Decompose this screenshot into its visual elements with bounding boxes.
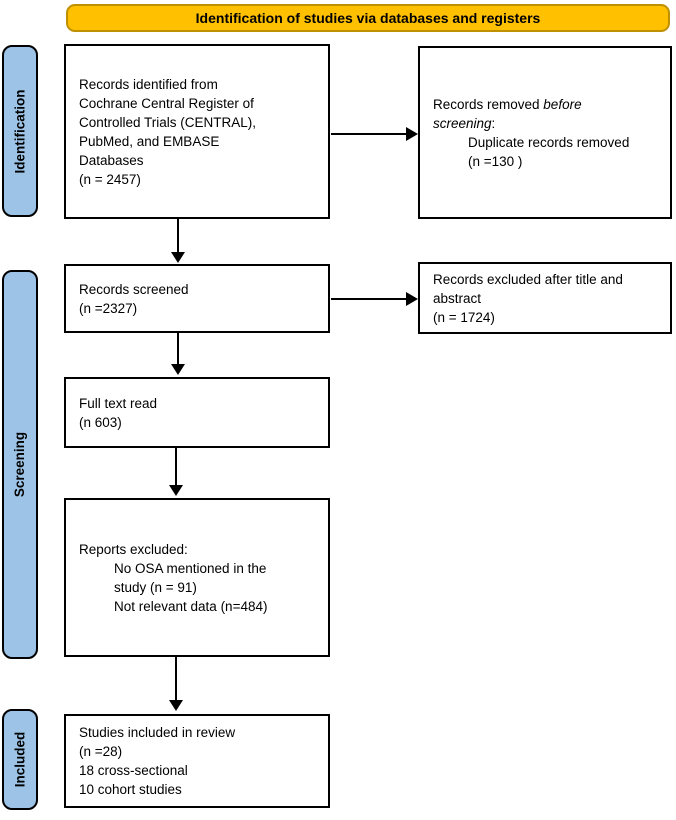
- box-text-line: Duplicate records removed: [468, 134, 630, 150]
- box-text-line: Full text read: [79, 395, 158, 411]
- box-text-line: abstract: [433, 290, 482, 306]
- box-text-segment: :: [491, 115, 496, 131]
- box-text-line: (n =130 ): [468, 153, 523, 169]
- box-studies-included: Studies included in review (n =28) 18 cr…: [64, 714, 330, 808]
- box-text-line: (n 603): [79, 414, 122, 430]
- box-text-line: 10 cohort studies: [79, 782, 182, 797]
- box-text-line: Not relevant data (n=484): [114, 598, 268, 614]
- box-text-line: (n =28): [79, 744, 123, 759]
- phase-label-screening: Screening: [12, 431, 28, 498]
- phase-tab-included: Included: [2, 709, 38, 810]
- arrow-reports-excluded-to-included: [169, 657, 183, 711]
- box-full-text-read: Full text read (n 603): [64, 377, 330, 448]
- box-text-line: screening:: [433, 114, 666, 133]
- box-text-line: Studies included in review: [79, 725, 236, 740]
- arrow-screened-to-fulltext: [171, 333, 185, 375]
- box-text-segment-italic: before: [543, 96, 582, 112]
- box-text-line: Controlled Trials (CENTRAL),: [79, 114, 257, 130]
- box-text-line: study (n = 91): [114, 579, 197, 595]
- box-text-line: Records removed before: [433, 95, 666, 114]
- banner: Identification of studies via databases …: [66, 4, 670, 32]
- arrowhead-down-icon: [169, 700, 183, 711]
- box-text-line: 18 cross-sectional: [79, 763, 188, 778]
- box-records-removed: Records removed before screening: Duplic…: [418, 46, 672, 219]
- box-text-line: Databases: [79, 152, 144, 168]
- phase-label-included: Included: [12, 731, 28, 788]
- arrow-identified-to-removed: [331, 127, 418, 141]
- phase-tab-screening: Screening: [2, 270, 38, 659]
- box-text-line: (n =2327): [79, 300, 138, 316]
- box-records-excluded: Records excluded after title and abstrac…: [418, 262, 672, 334]
- box-records-screened: Records screened (n =2327): [64, 264, 330, 333]
- box-text-line: PubMed, and EMBASE: [79, 133, 220, 149]
- arrowhead-down-icon: [169, 485, 183, 496]
- box-text-segment: Records removed: [433, 96, 544, 112]
- box-text-line: No OSA mentioned in the: [114, 560, 267, 576]
- box-text-line: (n = 2457): [79, 171, 141, 187]
- box-text-line: Records identified from: [79, 76, 218, 92]
- phase-label-identification: Identification: [12, 89, 28, 173]
- box-text-line: Cochrane Central Register of: [79, 95, 254, 111]
- box-records-identified: Records identified from Cochrane Central…: [64, 44, 330, 219]
- arrowhead-down-icon: [171, 252, 185, 263]
- arrowhead-right-icon: [406, 127, 418, 141]
- arrowhead-right-icon: [406, 292, 418, 306]
- arrow-identified-to-screened: [171, 219, 185, 263]
- box-text-segment-italic: screening: [433, 115, 492, 131]
- arrow-screened-to-excluded: [331, 292, 418, 306]
- box-text-line: Records excluded after title and: [433, 271, 623, 287]
- box-reports-excluded: Reports excluded: No OSA mentioned in th…: [64, 498, 330, 657]
- box-text-line: Records screened: [79, 281, 189, 297]
- box-text-line: (n = 1724): [433, 309, 495, 325]
- box-text-line: Reports excluded:: [79, 541, 188, 557]
- banner-title: Identification of studies via databases …: [195, 10, 541, 26]
- phase-tab-identification: Identification: [2, 45, 38, 217]
- arrow-fulltext-to-reports-excluded: [169, 448, 183, 496]
- arrowhead-down-icon: [171, 364, 185, 375]
